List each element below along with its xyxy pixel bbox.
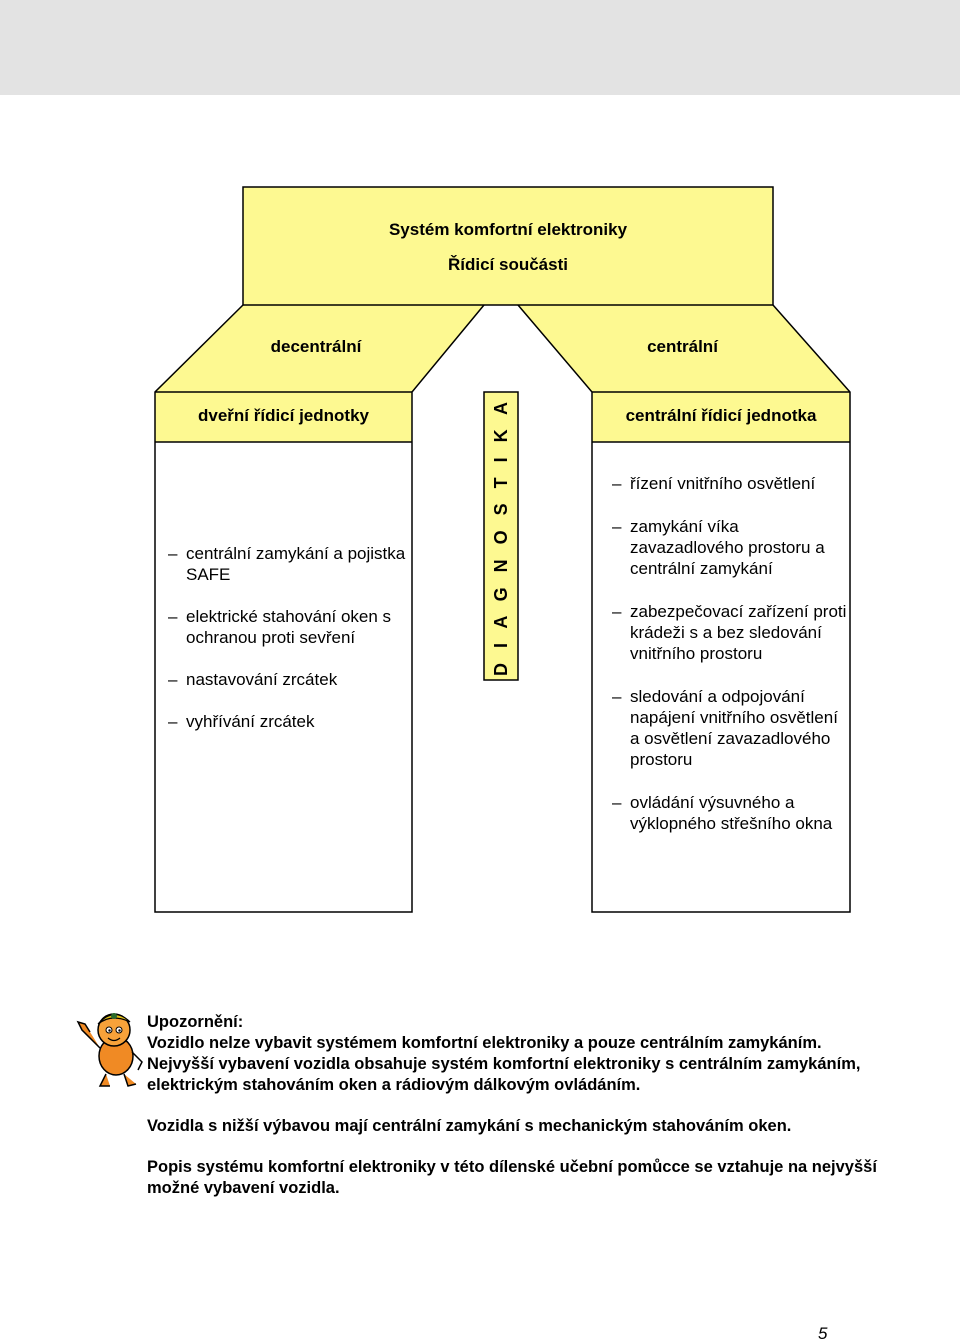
right-item: sledování a odpojování napájení vnitřníh… — [612, 686, 848, 770]
right-item-list: řízení vnitřního osvětlení zamykání víka… — [612, 473, 848, 856]
diagnostics-label: D I A G N O S T I K A — [484, 392, 518, 680]
mascot-icon — [70, 1000, 150, 1090]
right-item: zabezpečovací zařízení proti krádeži s a… — [612, 601, 848, 664]
right-item: řízení vnitřního osvětlení — [612, 473, 848, 494]
component-diagram: Systém komfortní elektroniky Řídicí souč… — [0, 0, 960, 960]
notice-line-2: Nejvyšší vybavení vozidla obsahuje systé… — [147, 1054, 887, 1096]
right-unit-label: centrální řídicí jednotka — [592, 405, 850, 427]
left-branch-label: decentrální — [180, 336, 452, 358]
page-number: 5 — [818, 1324, 827, 1344]
diagram-subtitle: Řídicí součásti — [243, 254, 773, 276]
right-item: zamykání víka zavazadlového prostoru a c… — [612, 516, 848, 579]
diagnostics-text: D I A G N O S T I K A — [491, 396, 512, 675]
notice-heading: Upozornění: — [147, 1012, 887, 1033]
notice-block: Upozornění: Vozidlo nelze vybavit systém… — [147, 1012, 887, 1199]
diagram-title: Systém komfortní elektroniky — [243, 219, 773, 241]
notice-line-1: Vozidlo nelze vybavit systémem komfortní… — [147, 1033, 887, 1054]
left-item-list: centrální zamykání a pojistka SAFE elekt… — [168, 543, 408, 753]
left-item: vyhřívání zrcátek — [168, 711, 408, 732]
left-item: elektrické stahování oken s ochranou pro… — [168, 606, 408, 648]
right-branch-label: centrální — [560, 336, 805, 358]
left-item: nastavování zrcátek — [168, 669, 408, 690]
notice-paragraph-2: Vozidla s nižší výbavou mají centrální z… — [147, 1116, 887, 1137]
notice-paragraph-3: Popis systému komfortní elektroniky v té… — [147, 1157, 887, 1199]
left-unit-label: dveřní řídicí jednotky — [155, 405, 412, 427]
right-item: ovládání výsuvného a výklopného střešníh… — [612, 792, 848, 834]
left-item: centrální zamykání a pojistka SAFE — [168, 543, 408, 585]
